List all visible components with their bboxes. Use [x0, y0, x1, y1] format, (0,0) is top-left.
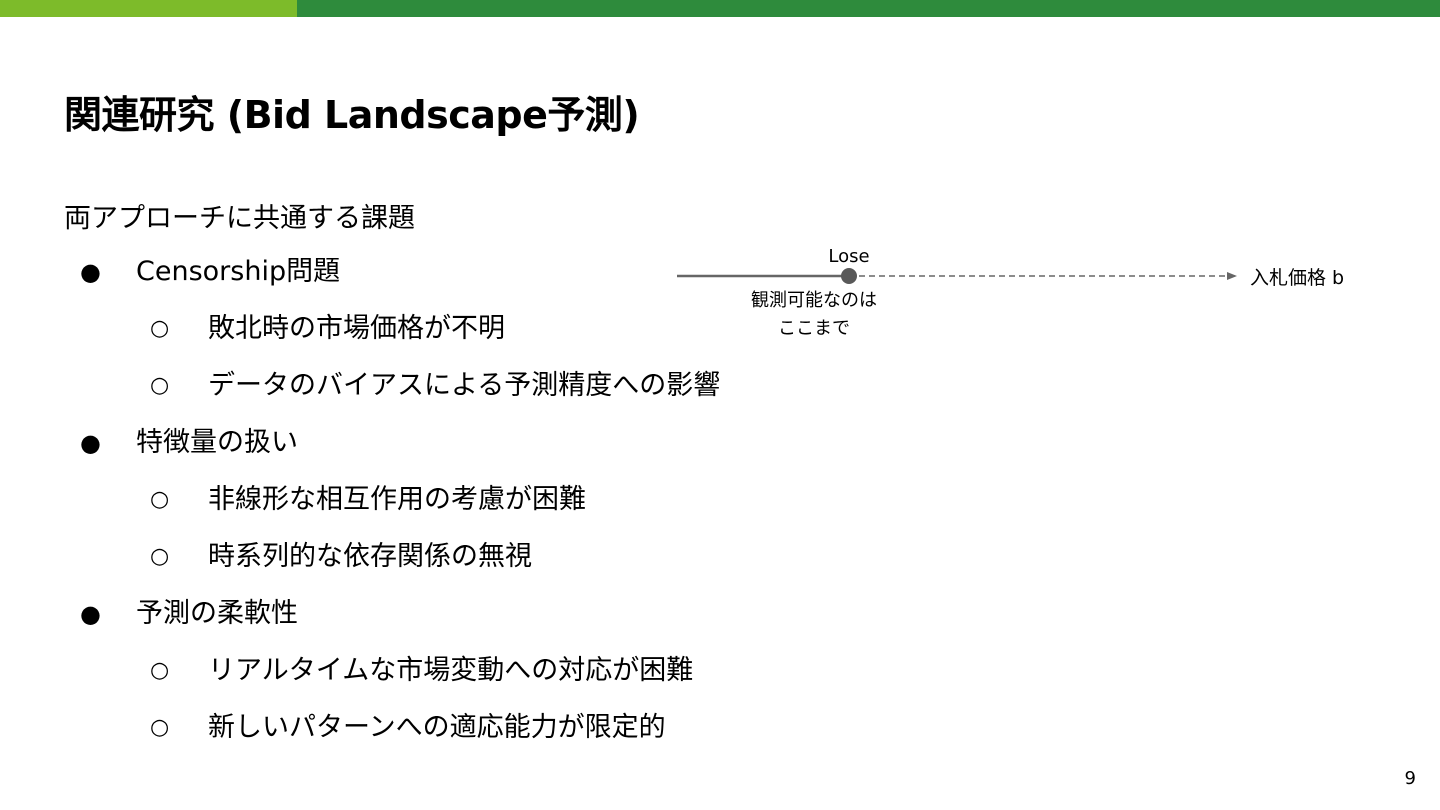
sub-bullet-text: リアルタイムな市場変動への対応が困難: [208, 655, 694, 686]
sub-bullet-item: ○ データのバイアスによる予測精度への影響: [150, 368, 721, 404]
bullet-dot-icon: ●: [80, 258, 101, 286]
accent-bar-light-segment: [0, 0, 297, 17]
bullet-text: Censorship問題: [136, 256, 341, 287]
sub-bullet-text: データのバイアスによる予測精度への影響: [208, 370, 721, 401]
slide-subtitle: 両アプローチに共通する課題: [64, 203, 415, 234]
observable-caption-line1: 観測可能なのは: [751, 290, 877, 311]
lose-label: Lose: [828, 246, 869, 267]
bullet-item: ● Censorship問題: [80, 254, 341, 290]
sub-bullet-item: ○ 敗北時の市場価格が不明: [150, 311, 505, 347]
sub-bullet-item: ○ リアルタイムな市場変動への対応が困難: [150, 653, 694, 689]
bullet-text: 予測の柔軟性: [136, 598, 298, 629]
sub-bullet-text: 時系列的な依存関係の無視: [208, 541, 532, 572]
sub-bullet-item: ○ 時系列的な依存関係の無視: [150, 539, 532, 575]
page-number: 9: [1404, 768, 1416, 789]
sub-bullet-text: 新しいパターンへの適応能力が限定的: [208, 712, 666, 743]
sub-bullet-item: ○ 新しいパターンへの適応能力が限定的: [150, 710, 666, 746]
sub-bullet-text: 非線形な相互作用の考慮が困難: [208, 484, 586, 515]
bullet-circle-icon: ○: [150, 373, 170, 398]
bullet-circle-icon: ○: [150, 715, 170, 740]
sub-bullet-item: ○ 非線形な相互作用の考慮が困難: [150, 482, 586, 518]
slide-title: 関連研究 (Bid Landscape予測): [64, 93, 640, 137]
bullet-item: ● 予測の柔軟性: [80, 596, 298, 632]
bid-price-axis-label: 入札価格 b: [1250, 267, 1344, 289]
bullet-circle-icon: ○: [150, 544, 170, 569]
bullet-dot-icon: ●: [80, 600, 101, 628]
lose-point-marker: [841, 268, 857, 284]
top-accent-bar: [0, 0, 1440, 17]
bullet-circle-icon: ○: [150, 316, 170, 341]
bullet-circle-icon: ○: [150, 487, 170, 512]
sub-bullet-text: 敗北時の市場価格が不明: [208, 313, 505, 344]
bullet-item: ● 特徴量の扱い: [80, 425, 298, 461]
bullet-circle-icon: ○: [150, 658, 170, 683]
accent-bar-dark-segment: [297, 0, 1440, 17]
observable-caption-line2: ここまで: [778, 318, 850, 339]
bullet-dot-icon: ●: [80, 429, 101, 457]
bullet-text: 特徴量の扱い: [136, 427, 298, 458]
